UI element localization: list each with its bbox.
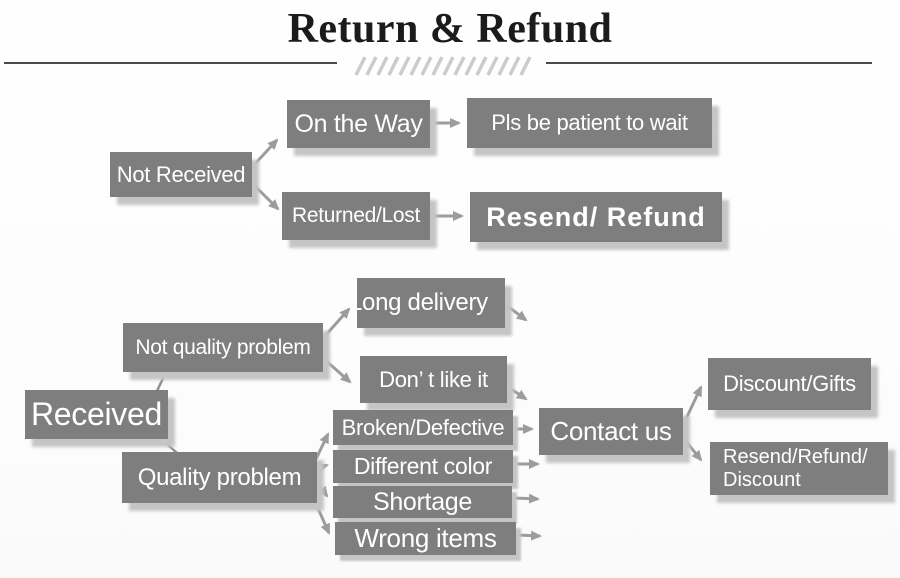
arrow-wrong-items-out	[517, 530, 542, 541]
arrow-quality-to-different-color	[315, 463, 329, 473]
node-dont-like-it: Don’ t like it	[360, 356, 507, 403]
node-contact-us: Contact us	[539, 408, 683, 455]
node-not-quality-problem: Not quality problem	[123, 323, 323, 372]
node-on-the-way: On the Way	[287, 100, 430, 148]
line-not-quality-problem-to-received	[155, 371, 168, 392]
arrow-contact-us-to-resend-refund-discount	[683, 439, 703, 462]
node-resend-refund: Resend/ Refund	[470, 192, 722, 242]
arrow-contact-us-to-discount-gifts	[683, 385, 703, 422]
arrow-shortage-out	[513, 493, 540, 504]
node-resend-refund-discount: Resend/Refund/ Discount	[710, 442, 888, 495]
node-broken-defective: Broken/Defective	[333, 410, 513, 445]
node-long-delivery: Long delivery	[357, 278, 505, 328]
line-received-to-quality-problem	[158, 436, 178, 454]
arrow-quality-to-broken-defective	[314, 432, 330, 460]
node-wrong-items: Wrong items	[335, 522, 516, 555]
node-quality-problem: Quality problem	[122, 452, 317, 503]
arrow-long-delivery-out	[505, 303, 528, 322]
node-pls-be-patient: Pls be patient to wait	[467, 98, 712, 148]
page-title: Return & Refund	[287, 6, 613, 52]
arrow-quality-to-shortage	[314, 480, 329, 498]
arrow-not-received-to-returned-lost	[251, 182, 280, 211]
node-not-received: Not Received	[110, 152, 252, 197]
node-discount-gifts: Discount/Gifts	[708, 358, 871, 410]
node-different-color: Different color	[333, 450, 513, 483]
arrow-not-quality-to-long-delivery	[322, 307, 351, 338]
node-received: Received	[25, 390, 168, 439]
arrow-not-received-to-on-the-way	[251, 138, 279, 168]
arrow-not-quality-to-dont-like-it	[323, 357, 352, 384]
node-returned-lost: Returned/Lost	[282, 192, 430, 240]
node-shortage: Shortage	[333, 486, 512, 518]
arrow-dont-like-it-out	[507, 385, 528, 401]
title-hatch-decoration	[354, 56, 532, 76]
